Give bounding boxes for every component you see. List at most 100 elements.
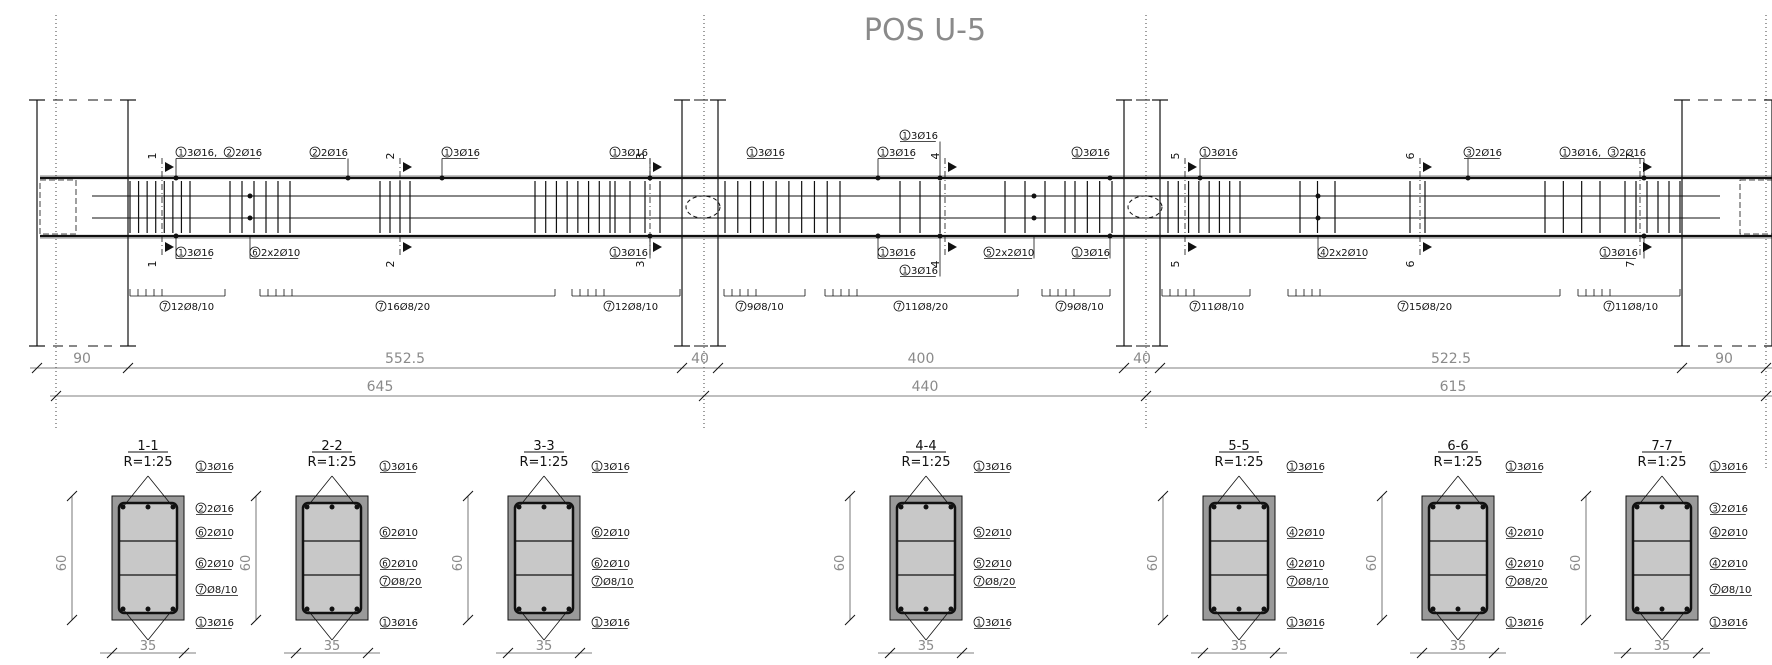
dimension-value: 615 — [1440, 379, 1467, 395]
section-scale: R=1:25 — [901, 455, 950, 470]
rebar-spec: 3Ø16 — [911, 130, 938, 142]
circle-number-mark — [1505, 460, 1517, 472]
circle-number: 1 — [976, 463, 981, 473]
section-mark: 5 — [1169, 153, 1182, 160]
rebar-dot — [1236, 504, 1242, 510]
section-width: 35 — [140, 639, 157, 654]
section-name: 6-6 — [1447, 439, 1468, 454]
rebar-spec: 2Ø10 — [207, 527, 234, 539]
leader-line — [925, 608, 952, 641]
rebar-spec: 16Ø8/20 — [387, 301, 430, 313]
section-scale: R=1:25 — [1433, 455, 1482, 470]
beam-end-cap — [39, 179, 77, 235]
circle-number-mark — [309, 146, 321, 158]
bar-overlap-mark — [685, 195, 721, 219]
dim-tick — [106, 647, 118, 659]
dim-tick — [1580, 614, 1592, 626]
circle-number-mark — [1463, 146, 1475, 158]
leader-line — [1661, 608, 1688, 641]
rebar-label: 6 2Ø10 — [195, 526, 234, 539]
stirrup-outline — [895, 501, 957, 615]
section-arrow — [948, 242, 957, 252]
section-width: 35 — [1231, 639, 1248, 654]
section-name: 2-2 — [321, 439, 342, 454]
circle-number: 1 — [382, 463, 387, 473]
circle-number: 1 — [1508, 463, 1513, 473]
circle-number: 1 — [1074, 249, 1079, 259]
section-height: 60 — [1146, 555, 1161, 572]
circle-number: 1 — [1562, 149, 1567, 159]
circle-number: 1 — [612, 249, 617, 259]
circle-number-mark — [1709, 583, 1721, 595]
section-arrow — [165, 242, 174, 252]
circle-number-mark — [973, 526, 985, 538]
rebar-spec: 2Ø16 — [207, 503, 234, 515]
dim-tick — [1760, 390, 1772, 402]
section-name: 7-7 — [1651, 439, 1672, 454]
dim-tick — [1692, 647, 1704, 659]
bar-end-dot — [247, 215, 253, 221]
section-width: 35 — [324, 639, 341, 654]
rebar-spec: 2Ø16 — [1619, 147, 1646, 159]
circle-number: 1 — [1712, 619, 1717, 629]
circle-number: 6 — [594, 529, 599, 539]
rebar-spec: 3Ø16 — [453, 147, 480, 159]
section-width: 35 — [1654, 639, 1671, 654]
dim-tick — [362, 647, 374, 659]
circle-number: 1 — [382, 619, 387, 629]
dimension-value: 522.5 — [1431, 351, 1471, 367]
bar-end-dot — [247, 193, 253, 199]
dim-tick — [1760, 362, 1772, 374]
leader-line — [122, 608, 149, 641]
circle-number: 1 — [594, 463, 599, 473]
rebar-spec: 3Ø16 — [207, 617, 234, 629]
circle-number: 6 — [382, 560, 387, 570]
rebar-spec: 3Ø16 — [621, 147, 648, 159]
section-mark: 6 — [1404, 261, 1417, 268]
rebar-spec: Ø8/10 — [603, 576, 633, 588]
circle-number: 1 — [1289, 619, 1294, 629]
dimension-value: 90 — [1715, 351, 1733, 367]
leader-line — [331, 608, 358, 641]
rebar-spec: 2Ø10 — [1298, 558, 1325, 570]
dim-tick — [50, 390, 62, 402]
dim-tick — [462, 490, 474, 502]
leader-line — [900, 608, 927, 641]
circle-number: 1 — [444, 149, 449, 159]
circle-number-mark — [591, 616, 603, 628]
section-mark: 1 — [146, 261, 159, 268]
circle-number-mark — [1559, 146, 1571, 158]
dimension-value: 400 — [908, 351, 935, 367]
rebar-dot — [1659, 606, 1665, 612]
circle-number-mark — [1055, 300, 1067, 312]
rebar-spec: 3Ø16 — [1298, 461, 1325, 473]
circle-number: 5 — [986, 249, 991, 259]
circle-number: 1 — [178, 149, 183, 159]
section-width: 35 — [918, 639, 935, 654]
leader-line — [1432, 608, 1459, 641]
circle-number-mark — [591, 526, 603, 538]
circle-number: 6 — [198, 529, 203, 539]
circle-number-mark — [893, 300, 905, 312]
circle-number: 7 — [738, 303, 743, 313]
circle-number-mark — [746, 146, 758, 158]
section-mark: 3 — [634, 261, 647, 268]
section-scale: R=1:25 — [123, 455, 172, 470]
section-arrow — [1643, 162, 1652, 172]
rebar-spec: 2Ø10 — [1517, 558, 1544, 570]
leader-line — [1636, 608, 1663, 641]
circle-number: 1 — [1202, 149, 1207, 159]
circle-number-mark — [1505, 557, 1517, 569]
dim-tick — [1157, 614, 1169, 626]
